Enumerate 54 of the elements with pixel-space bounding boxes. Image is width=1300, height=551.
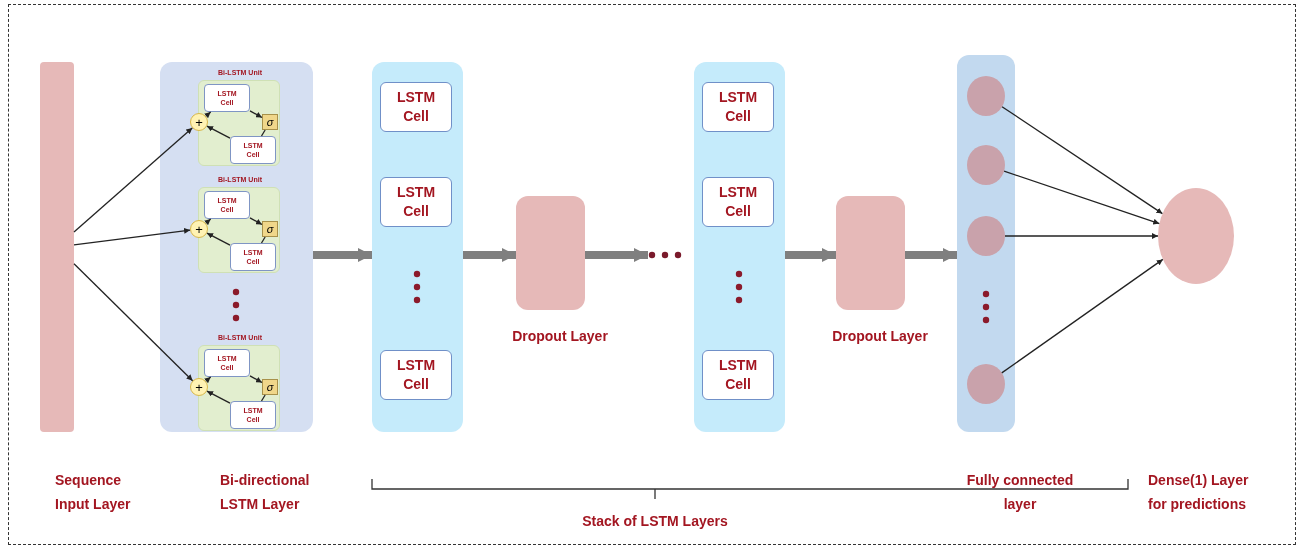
- layer-caption: Dense(1) Layer for predictions: [1148, 471, 1250, 514]
- thick-arrow: [463, 248, 516, 262]
- layer-caption: Sequence Input Layer: [55, 471, 132, 514]
- dropout-block: [836, 196, 905, 310]
- arrow: [1001, 106, 1164, 215]
- arrow: [206, 125, 231, 139]
- bilstm-layer-panel: [160, 62, 313, 432]
- neuron: [967, 364, 1005, 404]
- arrow: [204, 111, 212, 119]
- dropout-block: [516, 196, 585, 310]
- ellipsis-icon: [648, 251, 682, 259]
- layer-caption: Dropout Layer: [511, 327, 609, 346]
- lstm-cell: LSTM Cell: [380, 177, 452, 227]
- thick-arrow: [785, 248, 836, 262]
- neuron: [967, 216, 1005, 256]
- arrow: [204, 376, 212, 384]
- thick-arrow: [313, 248, 372, 262]
- sum-node: +: [190, 220, 208, 238]
- arrow: [1001, 258, 1164, 374]
- lstm-stack-panel: [372, 62, 463, 432]
- sigmoid-gate: σ: [262, 114, 278, 130]
- layer-caption: Bi-directional LSTM Layer: [220, 471, 311, 514]
- arrow: [1003, 170, 1160, 225]
- arrow: [73, 127, 193, 233]
- lstm-stack-panel: [694, 62, 785, 432]
- neuron: [967, 145, 1005, 185]
- connector-line: [260, 236, 266, 244]
- layer-caption: Dropout Layer: [831, 327, 929, 346]
- connector-line: [260, 394, 266, 402]
- thick-arrow: [905, 248, 957, 262]
- arrow: [249, 375, 263, 384]
- lstm-cell: LSTM Cell: [702, 82, 774, 132]
- arrow: [1004, 233, 1159, 239]
- neuron: [967, 76, 1005, 116]
- arrow: [249, 217, 263, 226]
- arrow: [206, 390, 231, 404]
- arrow: [73, 227, 191, 246]
- sigmoid-gate: σ: [262, 379, 278, 395]
- sum-node: +: [190, 113, 208, 131]
- fully-connected-panel: [957, 55, 1015, 432]
- arrow: [206, 232, 231, 246]
- lstm-cell: LSTM Cell: [380, 82, 452, 132]
- sigmoid-gate: σ: [262, 221, 278, 237]
- arrow: [204, 218, 212, 226]
- arrow: [249, 110, 263, 119]
- input-layer-bar: [40, 62, 74, 432]
- lstm-cell: LSTM Cell: [702, 350, 774, 400]
- layer-caption: Fully connected layer: [965, 471, 1075, 514]
- lstm-cell: LSTM Cell: [380, 350, 452, 400]
- lstm-cell: LSTM Cell: [702, 177, 774, 227]
- layer-caption: Stack of LSTM Layers: [581, 512, 729, 531]
- sum-node: +: [190, 378, 208, 396]
- connector-line: [260, 129, 266, 137]
- arrow: [73, 263, 194, 382]
